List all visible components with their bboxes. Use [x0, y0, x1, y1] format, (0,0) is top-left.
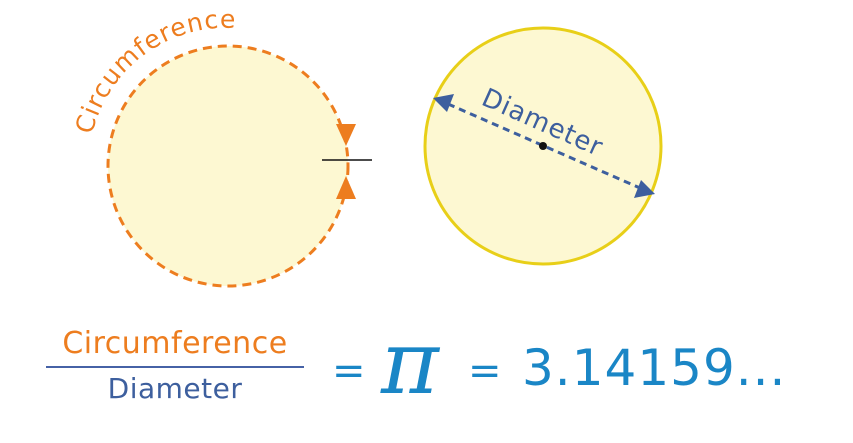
circumference-arrowhead-top	[336, 124, 356, 146]
circumference-circle	[106, 44, 350, 288]
diameter-line	[447, 102, 641, 190]
fraction-bar	[46, 366, 304, 368]
ratio-fraction: Circumference Diameter	[40, 326, 310, 406]
diameter-arrowhead-right	[634, 180, 655, 198]
diameter-arrowhead-left	[433, 94, 454, 112]
fraction-denominator: Diameter	[107, 372, 243, 405]
circle-diagram: Circumference Diameter	[70, 5, 663, 288]
diameter-circle-group: Diameter	[423, 26, 663, 266]
center-point	[539, 142, 547, 150]
pi-symbol: π	[381, 311, 439, 414]
fraction-numerator: Circumference	[62, 326, 288, 361]
circumference-circle-group: Circumference	[70, 5, 372, 288]
equals-sign-1: =	[332, 348, 366, 394]
pi-value: 3.14159...	[522, 339, 787, 397]
circumference-arrowhead-bottom	[336, 176, 356, 199]
equals-sign-2: =	[468, 348, 502, 394]
